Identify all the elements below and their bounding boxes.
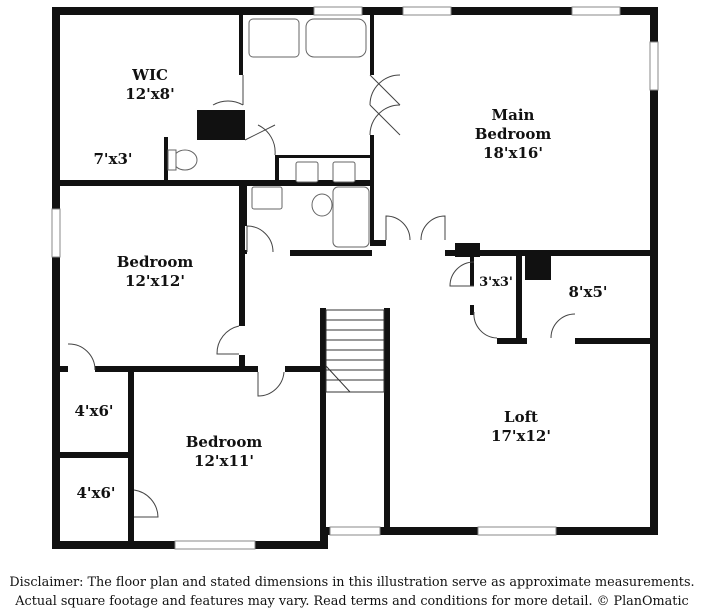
- windows: [51, 6, 659, 550]
- main-bedroom-dims: 18'x16': [483, 144, 543, 162]
- bedroom-2-dims: 12'x11': [194, 452, 254, 470]
- wic-dims: 12'x8': [125, 85, 174, 103]
- bath-fixtures: [167, 18, 370, 248]
- bedroom-1-name: Bedroom: [117, 253, 194, 271]
- loft-name: Loft: [504, 408, 538, 426]
- main-bedroom-name-1: Main: [492, 106, 535, 124]
- closet-4x6-a-dims: 4'x6': [74, 402, 113, 420]
- closet-3x3-dims: 3'x3': [479, 275, 513, 290]
- closet-8x5-dims: 8'x5': [568, 283, 607, 301]
- wic-name: WIC: [131, 66, 168, 84]
- wic-closet-dims: 7'x3': [93, 150, 132, 168]
- interior-walls: [60, 15, 658, 542]
- disclaimer-line-1: Disclaimer: The floor plan and stated di…: [9, 575, 695, 590]
- room-labels: WIC 12'x8' 7'x3' Main Bedroom 18'x16' Be…: [74, 66, 607, 502]
- bedroom-2-name: Bedroom: [186, 433, 263, 451]
- closet-4x6-b-dims: 4'x6': [76, 484, 115, 502]
- floor-plan: WIC 12'x8' 7'x3' Main Bedroom 18'x16' Be…: [51, 6, 659, 550]
- loft-dims: 17'x12': [491, 427, 551, 445]
- disclaimer: Disclaimer: The floor plan and stated di…: [0, 573, 704, 611]
- door-swings: [67, 74, 576, 518]
- bedroom-1-dims: 12'x12': [125, 272, 185, 290]
- disclaimer-line-2: Actual square footage and features may v…: [15, 594, 689, 609]
- main-bedroom-name-2: Bedroom: [475, 125, 552, 143]
- stairs: [325, 309, 385, 393]
